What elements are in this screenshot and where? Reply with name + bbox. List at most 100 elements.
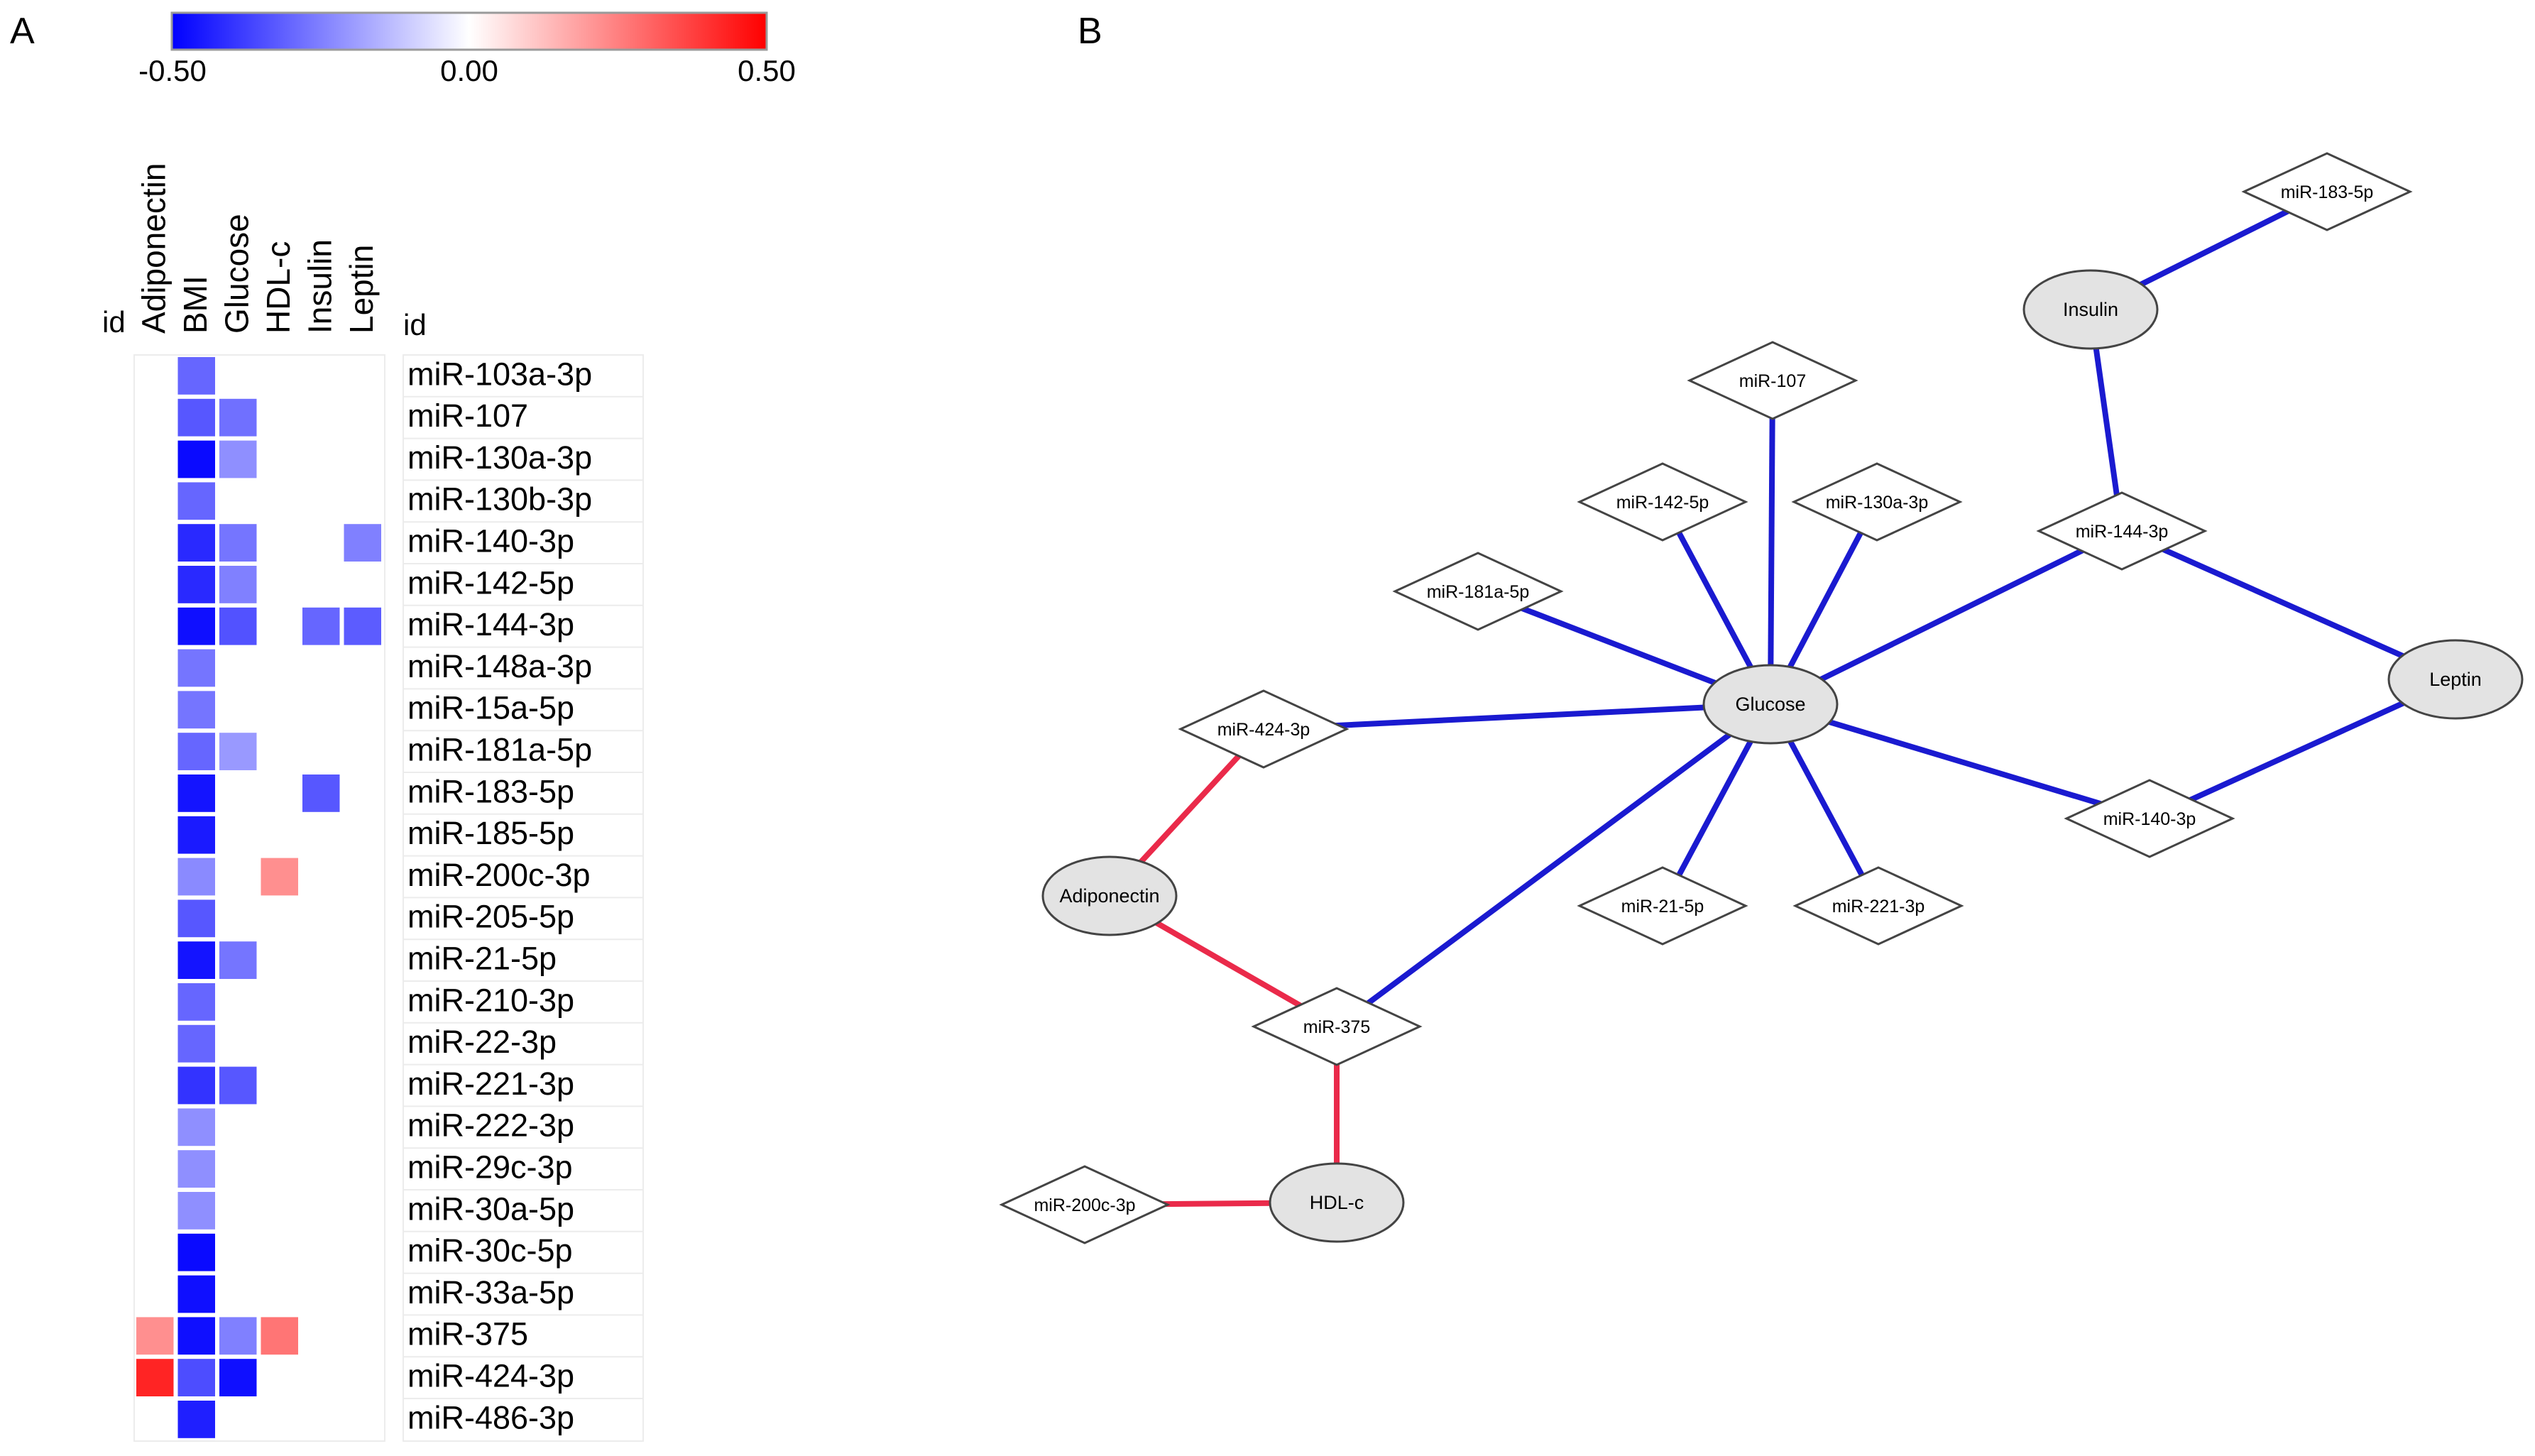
node-label: miR-424-3p [1217, 720, 1310, 740]
colorbar-mid-label: 0.00 [440, 54, 498, 87]
node-mir-21-5p: miR-21-5p [1577, 866, 1748, 946]
node-label: Glucose [1735, 694, 1805, 715]
row-label-mir-29c-3p: miR-29c-3p [407, 1149, 573, 1186]
node-shape-diamond [1792, 866, 1964, 946]
node-shape-ellipse [1269, 1162, 1405, 1243]
heatmap-cell [177, 1317, 215, 1355]
node-label: Leptin [2429, 669, 2482, 690]
node-mir-140-3p: miR-140-3p [2064, 779, 2235, 858]
node-label: miR-21-5p [1621, 897, 1704, 916]
heatmap-cell [177, 983, 215, 1021]
node-shape-diamond [1687, 341, 1858, 420]
network-edges [1084, 189, 2457, 1208]
row-label-mir-107: miR-107 [407, 398, 528, 434]
colorbar-min-label: -0.50 [138, 54, 207, 87]
node-shape-ellipse [1702, 664, 1839, 745]
heatmap-cell [177, 774, 215, 812]
heatmap-cell [219, 607, 257, 645]
heatmap-cell [136, 1317, 174, 1355]
node-label: miR-144-3p [2076, 522, 2169, 542]
edge-glucose-m375 [1335, 701, 1773, 1029]
heatmap-cell [344, 607, 381, 645]
node-label: miR-181a-5p [1427, 582, 1530, 602]
heatmap-cell [219, 566, 257, 603]
node-mir-200c-3p: miR-200c-3p [999, 1165, 1171, 1244]
heatmap-cell [177, 1401, 215, 1438]
heatmap-left-id-label: id [102, 305, 126, 339]
heatmap-right-id-label: id [403, 308, 427, 341]
edge-glucose-m107 [1768, 380, 1775, 705]
heatmap-grid-frame [133, 354, 385, 1442]
node-shape-diamond [1577, 866, 1748, 946]
node-mir-144-3p: miR-144-3p [2036, 491, 2208, 571]
node-shape-diamond [2241, 152, 2413, 231]
heatmap-cell [136, 1359, 174, 1396]
node-label: miR-200c-3p [1034, 1195, 1135, 1215]
node-mir-375: miR-375 [1251, 987, 1423, 1066]
heatmap-cell [177, 524, 215, 562]
row-label-mir-144-3p: miR-144-3p [407, 606, 574, 642]
heatmap-cell [177, 941, 215, 979]
node-shape-diamond [2036, 491, 2208, 571]
heatmap-cell [302, 774, 340, 812]
node-label: miR-107 [1739, 371, 1806, 391]
column-label-bmi: BMI [177, 275, 214, 334]
node-shape-diamond [1791, 462, 1963, 542]
row-label-mir-222-3p: miR-222-3p [407, 1107, 574, 1144]
node-mir-142-5p: miR-142-5p [1577, 462, 1748, 542]
row-label-mir-375: miR-375 [407, 1316, 528, 1352]
heatmap-cell [177, 1275, 215, 1313]
heatmap-cell [261, 1317, 298, 1355]
heatmap-cell [302, 607, 340, 645]
heatmap-cell [177, 1233, 215, 1271]
heatmap-cell [344, 524, 381, 562]
heatmap-cells [136, 357, 381, 1438]
heatmap-cell [219, 1317, 257, 1355]
row-label-mir-15a-5p: miR-15a-5p [407, 690, 574, 726]
row-label-mir-185-5p: miR-185-5p [407, 815, 574, 851]
node-label: miR-140-3p [2103, 809, 2196, 829]
heatmap-cell [219, 398, 257, 437]
heatmap-cell [177, 691, 215, 729]
row-label-mir-424-3p: miR-424-3p [407, 1358, 574, 1394]
node-shape-ellipse [2387, 639, 2524, 720]
row-label-mir-30c-5p: miR-30c-5p [407, 1232, 573, 1269]
node-adiponectin: Adiponectin [1041, 855, 1178, 936]
heatmap-cell [177, 440, 215, 478]
row-label-mir-130b-3p: miR-130b-3p [407, 481, 592, 518]
heatmap-cell [177, 816, 215, 854]
heatmap-cell [177, 1150, 215, 1188]
column-label-insulin: Insulin [301, 239, 338, 334]
heatmap-cell [219, 1066, 257, 1105]
row-label-mir-142-5p: miR-142-5p [407, 564, 574, 601]
heatmap-cell [219, 1359, 257, 1396]
heatmap-cell [177, 357, 215, 395]
row-label-mir-33a-5p: miR-33a-5p [407, 1274, 574, 1310]
row-label-mir-205-5p: miR-205-5p [407, 899, 574, 935]
colorbar-max-label: 0.50 [738, 54, 796, 87]
node-hdl-c: HDL-c [1269, 1162, 1405, 1243]
edge-glucose-m144 [1769, 528, 2123, 707]
row-label-mir-221-3p: miR-221-3p [407, 1066, 574, 1102]
heatmap-cell [177, 733, 215, 770]
panel-label-a: A [10, 11, 35, 52]
node-shape-diamond [1251, 987, 1423, 1066]
node-label: miR-142-5p [1616, 493, 1709, 513]
node-label: HDL-c [1310, 1192, 1364, 1213]
colorbar: -0.50 0.00 0.50 [138, 11, 796, 87]
heatmap-cell [177, 398, 215, 437]
heatmap-cell [177, 1192, 215, 1230]
heatmap-cell [177, 899, 215, 938]
column-label-leptin: Leptin [343, 245, 380, 334]
heatmap-row-labels: miR-103a-3pmiR-107miR-130a-3pmiR-130b-3p… [403, 356, 643, 1435]
node-shape-diamond [1392, 552, 1564, 631]
row-label-mir-22-3p: miR-22-3p [407, 1024, 557, 1060]
node-label: miR-375 [1303, 1017, 1370, 1037]
heatmap-cell [177, 858, 215, 896]
node-insulin: Insulin [2022, 269, 2159, 350]
heatmap-cell [219, 941, 257, 979]
